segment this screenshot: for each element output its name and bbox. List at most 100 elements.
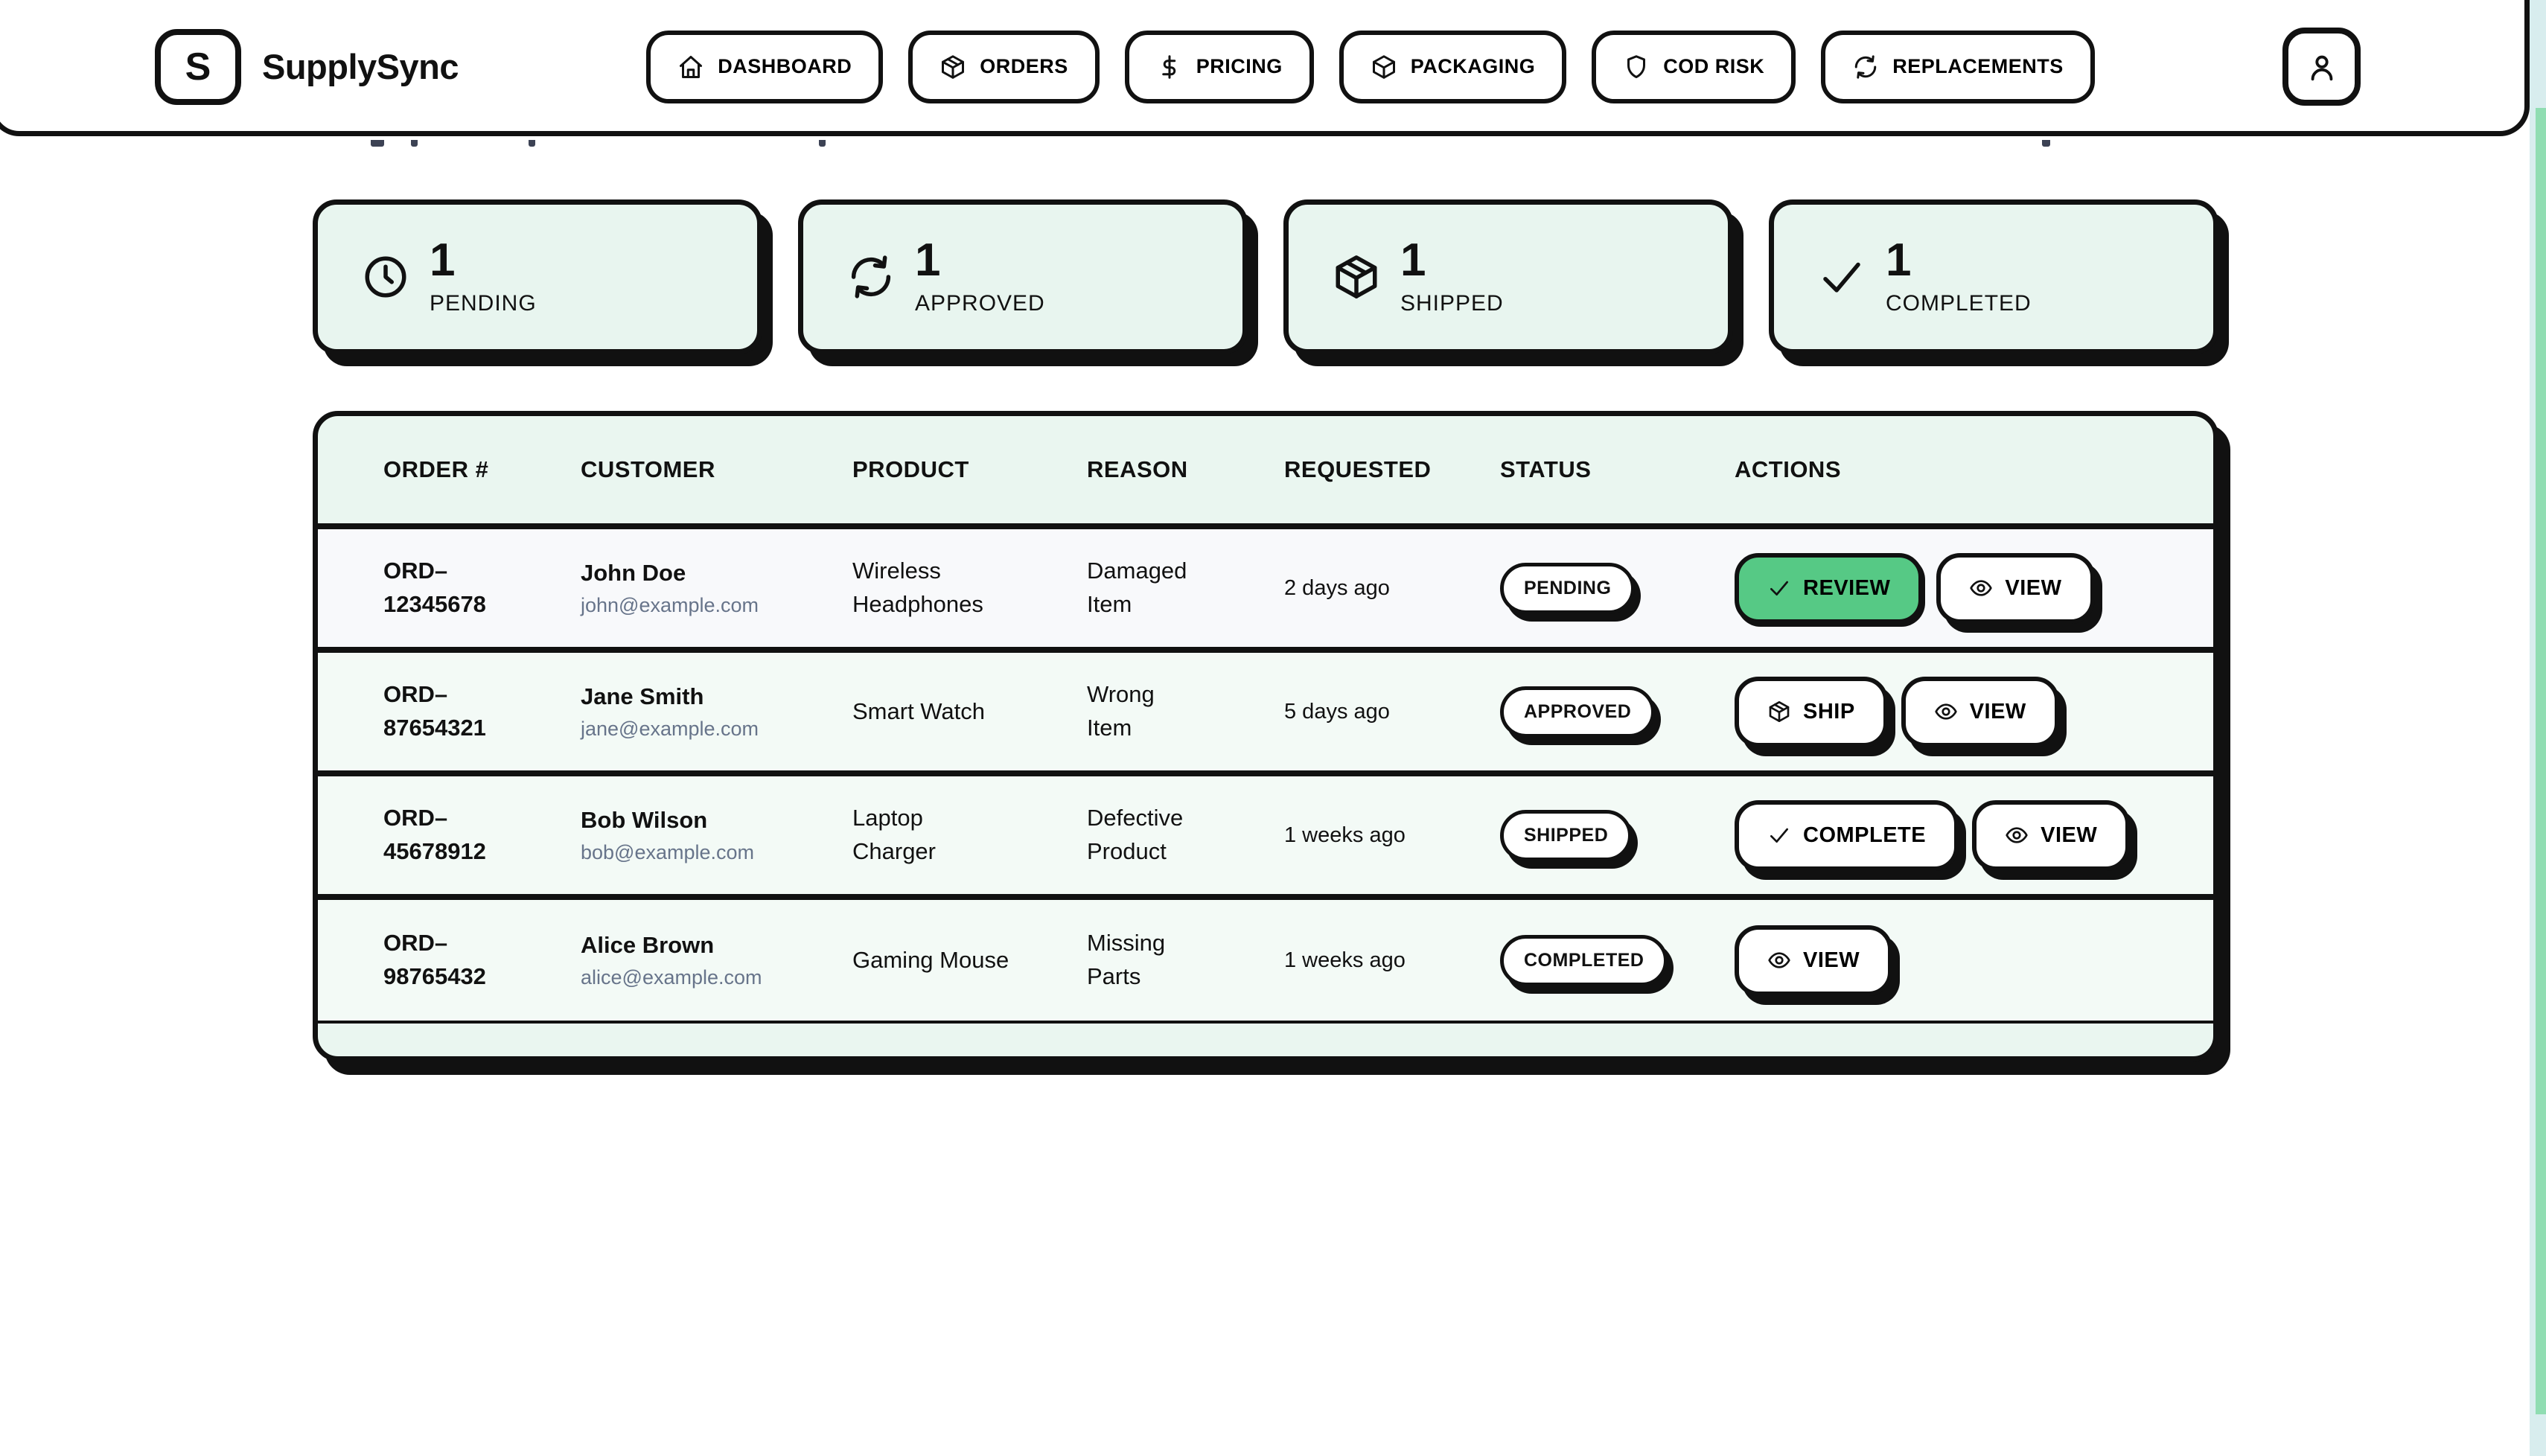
cell-reason: Defective Product bbox=[1087, 805, 1184, 864]
table-footer-space bbox=[318, 1024, 2213, 1056]
stat-card-completed: 1 COMPLETED bbox=[1769, 199, 2218, 354]
column-header-status: STATUS bbox=[1500, 456, 1592, 482]
nav-label: REPLACEMENTS bbox=[1892, 55, 2064, 77]
customer-name: Jane Smith bbox=[581, 683, 704, 709]
stat-card-pending: 1 PENDING bbox=[313, 199, 762, 354]
stat-card-shipped: 1 SHIPPED bbox=[1283, 199, 1733, 354]
nav-label: DASHBOARD bbox=[718, 55, 852, 77]
stat-label: PENDING bbox=[430, 291, 537, 316]
table-row: ORD–98765432 Alice Brown alice@example.c… bbox=[318, 900, 2213, 1024]
check-icon bbox=[1817, 252, 1866, 301]
scrollbar-thumb[interactable] bbox=[2536, 108, 2546, 1414]
ship-button[interactable]: SHIP bbox=[1735, 676, 1888, 747]
cell-reason: Wrong Item bbox=[1087, 681, 1155, 741]
cell-customer: John Doe john@example.com bbox=[581, 560, 852, 617]
complete-button[interactable]: COMPLETE bbox=[1735, 799, 1959, 871]
table-row: ORD–87654321 Jane Smith jane@example.com… bbox=[318, 653, 2213, 776]
customer-email: jane@example.com bbox=[581, 717, 759, 740]
eye-icon bbox=[1934, 700, 1958, 724]
cell-reason: Missing Parts bbox=[1087, 930, 1166, 989]
nav-item-pricing[interactable]: PRICING bbox=[1124, 30, 1314, 103]
review-button[interactable]: REVIEW bbox=[1735, 552, 1924, 624]
nav-label: ORDERS bbox=[980, 55, 1068, 77]
cell-reason: Damaged Item bbox=[1087, 558, 1187, 617]
app-header: S SupplySync DASHBOARD ORDERS PRICING PA… bbox=[0, 0, 2530, 136]
row-actions: SHIP VIEW bbox=[1735, 676, 2176, 747]
nav-item-dashboard[interactable]: DASHBOARD bbox=[646, 30, 884, 103]
brand-logo: S bbox=[155, 28, 241, 105]
package-icon bbox=[1332, 252, 1381, 301]
replacements-table: ORDER # CUSTOMER PRODUCT REASON REQUESTE… bbox=[313, 411, 2218, 1061]
stat-label: SHIPPED bbox=[1400, 291, 1504, 316]
sync-icon bbox=[1852, 54, 1879, 80]
customer-name: John Doe bbox=[581, 559, 686, 586]
nav-item-packaging[interactable]: PACKAGING bbox=[1339, 30, 1567, 103]
cell-order-id: ORD–87654321 bbox=[383, 681, 486, 741]
nav-label: COD RISK bbox=[1663, 55, 1765, 77]
sync-icon bbox=[846, 252, 896, 301]
view-button[interactable]: VIEW bbox=[1972, 799, 2131, 871]
package-icon bbox=[1767, 700, 1791, 724]
stat-label: COMPLETED bbox=[1886, 291, 2032, 316]
shield-icon bbox=[1623, 54, 1650, 80]
brand[interactable]: S SupplySync bbox=[155, 28, 459, 105]
status-badge: PENDING bbox=[1500, 562, 1636, 614]
customer-name: Alice Brown bbox=[581, 931, 715, 958]
button-label: VIEW bbox=[2041, 823, 2098, 847]
status-badge: COMPLETED bbox=[1500, 934, 1668, 986]
stat-card-approved: 1 APPROVED bbox=[798, 199, 1248, 354]
cell-customer: Jane Smith jane@example.com bbox=[581, 683, 852, 741]
stat-value: 1 bbox=[915, 234, 941, 286]
nav-label: PRICING bbox=[1196, 55, 1283, 77]
eye-icon bbox=[1767, 948, 1791, 972]
button-label: REVIEW bbox=[1803, 575, 1891, 600]
button-label: VIEW bbox=[1969, 699, 2026, 724]
package-icon bbox=[939, 54, 966, 80]
scrollbar-track[interactable] bbox=[2530, 0, 2546, 1456]
view-button[interactable]: VIEW bbox=[1901, 676, 2059, 747]
row-actions: REVIEW VIEW bbox=[1735, 552, 2176, 624]
cell-requested: 1 weeks ago bbox=[1284, 823, 1406, 847]
stat-value: 1 bbox=[1886, 234, 1912, 286]
view-button[interactable]: VIEW bbox=[1936, 552, 2095, 624]
nav-item-orders[interactable]: ORDERS bbox=[908, 30, 1100, 103]
cell-order-id: ORD–12345678 bbox=[383, 558, 486, 617]
table-row: ORD–45678912 Bob Wilson bob@example.com … bbox=[318, 776, 2213, 900]
column-header-reason: REASON bbox=[1087, 456, 1188, 482]
column-header-actions: ACTIONS bbox=[1735, 456, 1841, 482]
cell-product: Wireless Headphones bbox=[852, 558, 983, 617]
cell-order-id: ORD–45678912 bbox=[383, 805, 486, 864]
table-row: ORD–12345678 John Doe john@example.com W… bbox=[318, 529, 2213, 653]
nav-label: PACKAGING bbox=[1410, 55, 1536, 77]
status-badge: SHIPPED bbox=[1500, 809, 1633, 861]
stat-value: 1 bbox=[1400, 234, 1426, 286]
stat-value: 1 bbox=[430, 234, 456, 286]
eye-icon bbox=[1969, 576, 1993, 600]
nav-item-cod-risk[interactable]: COD RISK bbox=[1592, 30, 1796, 103]
status-badge: APPROVED bbox=[1500, 686, 1656, 738]
cell-customer: Bob Wilson bob@example.com bbox=[581, 807, 852, 864]
check-icon bbox=[1767, 823, 1791, 847]
button-label: VIEW bbox=[2005, 575, 2062, 600]
column-header-product: PRODUCT bbox=[852, 456, 969, 482]
user-menu-button[interactable] bbox=[2282, 28, 2361, 106]
cell-order-id: ORD–98765432 bbox=[383, 930, 486, 989]
view-button[interactable]: VIEW bbox=[1735, 925, 1893, 996]
cell-requested: 2 days ago bbox=[1284, 575, 1390, 600]
column-header-order: ORDER # bbox=[383, 456, 489, 482]
brand-name: SupplySync bbox=[262, 47, 459, 86]
clock-icon bbox=[361, 252, 410, 301]
table-header-row: ORDER # CUSTOMER PRODUCT REASON REQUESTE… bbox=[318, 416, 2213, 529]
customer-email: john@example.com bbox=[581, 593, 759, 616]
customer-email: bob@example.com bbox=[581, 840, 755, 863]
eye-icon bbox=[2005, 823, 2029, 847]
stats-section: 1 PENDING 1 APPROVED 1 SHIPPED bbox=[313, 199, 2218, 354]
cube-icon bbox=[1371, 54, 1397, 80]
cell-requested: 1 weeks ago bbox=[1284, 948, 1406, 972]
user-icon bbox=[2305, 50, 2339, 84]
row-actions: VIEW bbox=[1735, 925, 2176, 996]
cell-product: Gaming Mouse bbox=[852, 946, 1009, 973]
cell-requested: 5 days ago bbox=[1284, 699, 1390, 724]
nav-item-replacements[interactable]: REPLACEMENTS bbox=[1821, 30, 2095, 103]
